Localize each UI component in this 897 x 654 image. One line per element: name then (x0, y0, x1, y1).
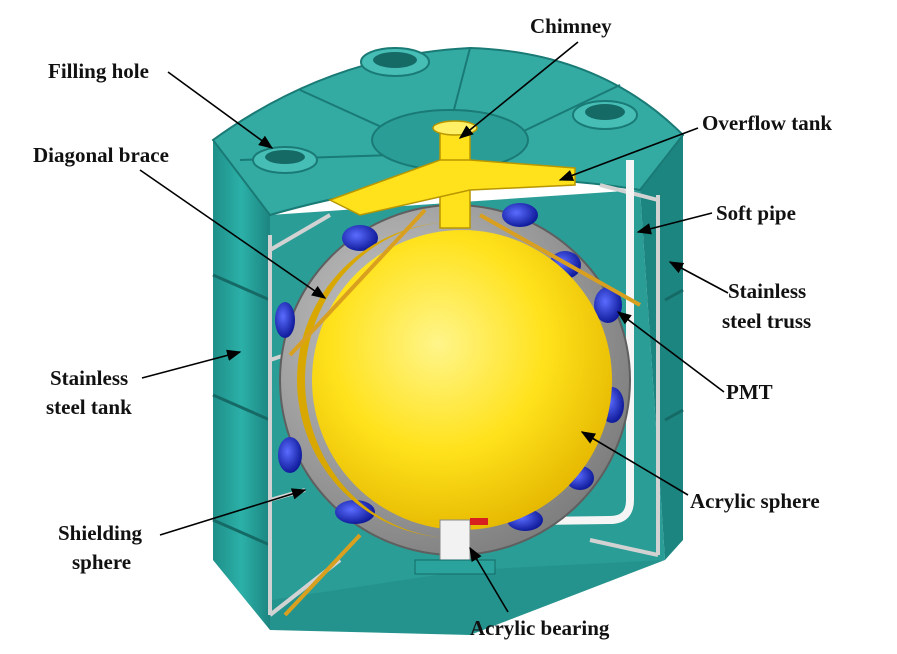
pointer-pmt (616, 311, 725, 393)
label-stainless-steel-truss-line1: Stainless (728, 279, 806, 303)
pointer-acrylic-bearing (469, 546, 509, 613)
tank-right-wall (640, 135, 683, 560)
pointer-shielding-sphere (159, 488, 307, 536)
label-pointers (139, 41, 729, 613)
pmt (275, 302, 295, 338)
label-chimney: Chimney (530, 14, 612, 38)
pointer-stainless-steel-truss (668, 261, 729, 294)
acrylic-bearing (414, 518, 496, 575)
tank-left-wall (213, 140, 270, 630)
pmt (502, 203, 538, 227)
label-diagonal-brace: Diagonal brace (33, 143, 169, 167)
diagonal-brace (283, 208, 641, 617)
pointer-acrylic-sphere (580, 431, 689, 496)
label-filling-hole: Filling hole (48, 59, 149, 83)
acrylic-sphere (297, 222, 612, 538)
labels: Chimney Filling hole Overflow tank Diago… (33, 14, 832, 640)
tank-floor (270, 560, 665, 635)
soft-pipe (464, 160, 634, 526)
pointer-diagonal-brace (139, 169, 327, 299)
label-acrylic-sphere: Acrylic sphere (690, 489, 820, 513)
tank-flanges (212, 273, 684, 547)
pmt (335, 500, 375, 524)
label-overflow-tank: Overflow tank (702, 111, 832, 135)
overflow-tank (328, 159, 576, 216)
pmt (278, 437, 302, 473)
label-shielding-sphere-line2: sphere (72, 550, 131, 574)
pointer-filling-hole (167, 71, 274, 149)
pointer-stainless-steel-tank (141, 349, 242, 379)
pointer-overflow-tank (558, 127, 699, 181)
label-pmt: PMT (726, 380, 773, 404)
pmt (342, 225, 378, 251)
label-acrylic-bearing: Acrylic bearing (470, 616, 610, 640)
pointer-chimney (458, 41, 579, 139)
label-stainless-steel-tank-line1: Stainless (50, 366, 128, 390)
label-shielding-sphere-line1: Shielding (58, 521, 143, 545)
label-stainless-steel-truss-line2: steel truss (722, 309, 811, 333)
label-soft-pipe: Soft pipe (716, 201, 796, 225)
filling-hole-ports (252, 47, 638, 174)
label-stainless-steel-tank-line2: steel tank (46, 395, 132, 419)
pointer-soft-pipe (636, 212, 713, 235)
pmt (594, 287, 622, 323)
